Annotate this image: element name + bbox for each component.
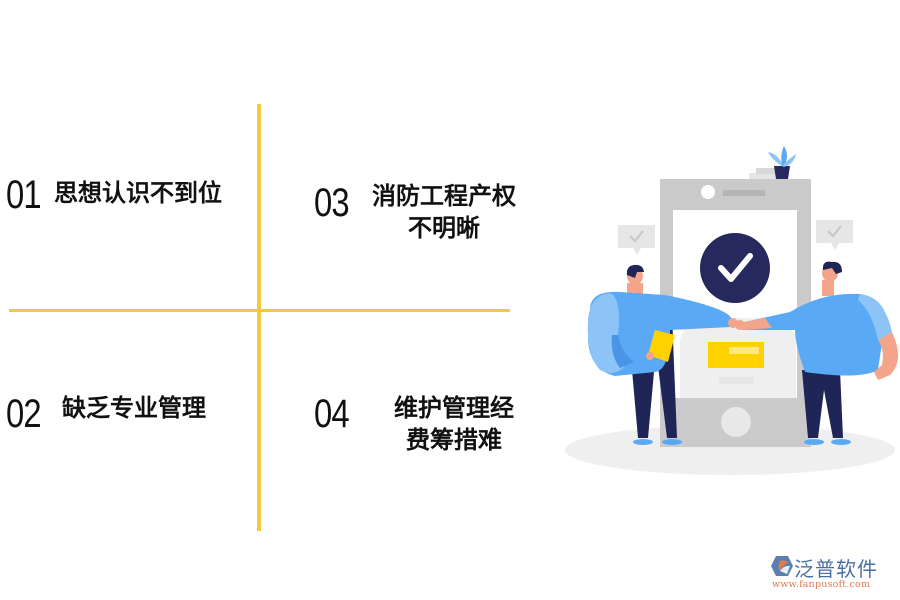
man-right (735, 261, 899, 445)
label-line: 维护管理经 (394, 394, 514, 422)
logo-icon (771, 556, 793, 576)
label-line: 消防工程产权 (372, 182, 516, 210)
quadrant-label: 维护管理经 费筹措难 (394, 392, 514, 456)
phone-camera-icon (701, 185, 715, 199)
checkmark-icon (629, 230, 644, 243)
vertical-divider (257, 104, 261, 531)
logo-url: www.fanpusoft.com (772, 579, 871, 590)
quadrant-label: 缺乏专业管理 (62, 392, 206, 424)
speech-bubble-right (816, 220, 853, 250)
quadrant-03: 03 消防工程产权 不明晰 (314, 180, 516, 244)
home-button-icon (721, 407, 751, 437)
quadrant-number: 04 (314, 392, 350, 436)
quadrant-number: 03 (314, 181, 350, 225)
label-line: 不明晰 (408, 214, 480, 242)
quadrant-number: 02 (6, 392, 42, 436)
yellow-card (708, 342, 764, 368)
quadrant-01: 01 思想认识不到位 (6, 175, 222, 215)
label-line: 思想认识不到位 (54, 179, 222, 207)
checkmark-circle-icon (700, 233, 770, 303)
quadrant-label: 消防工程产权 不明晰 (372, 180, 516, 244)
fanpusoft-logo[interactable]: 泛普软件 www.fanpusoft.com (768, 553, 896, 593)
quadrant-04: 04 维护管理经 费筹措难 (314, 392, 514, 456)
logo-name: 泛普软件 (794, 557, 878, 581)
plant-icon (749, 146, 796, 179)
label-line: 费筹措难 (406, 426, 502, 454)
checkmark-icon (827, 225, 842, 238)
man-left (587, 264, 738, 445)
quadrant-label: 思想认识不到位 (54, 177, 222, 209)
quadrant-02: 02 缺乏专业管理 (6, 392, 206, 434)
yellow-folder (648, 330, 675, 362)
speech-bubble-left (618, 225, 655, 255)
label-line: 缺乏专业管理 (62, 394, 206, 422)
quadrant-number: 01 (6, 173, 42, 217)
horizontal-divider (9, 309, 510, 312)
fist-bump-illustration (565, 146, 899, 475)
